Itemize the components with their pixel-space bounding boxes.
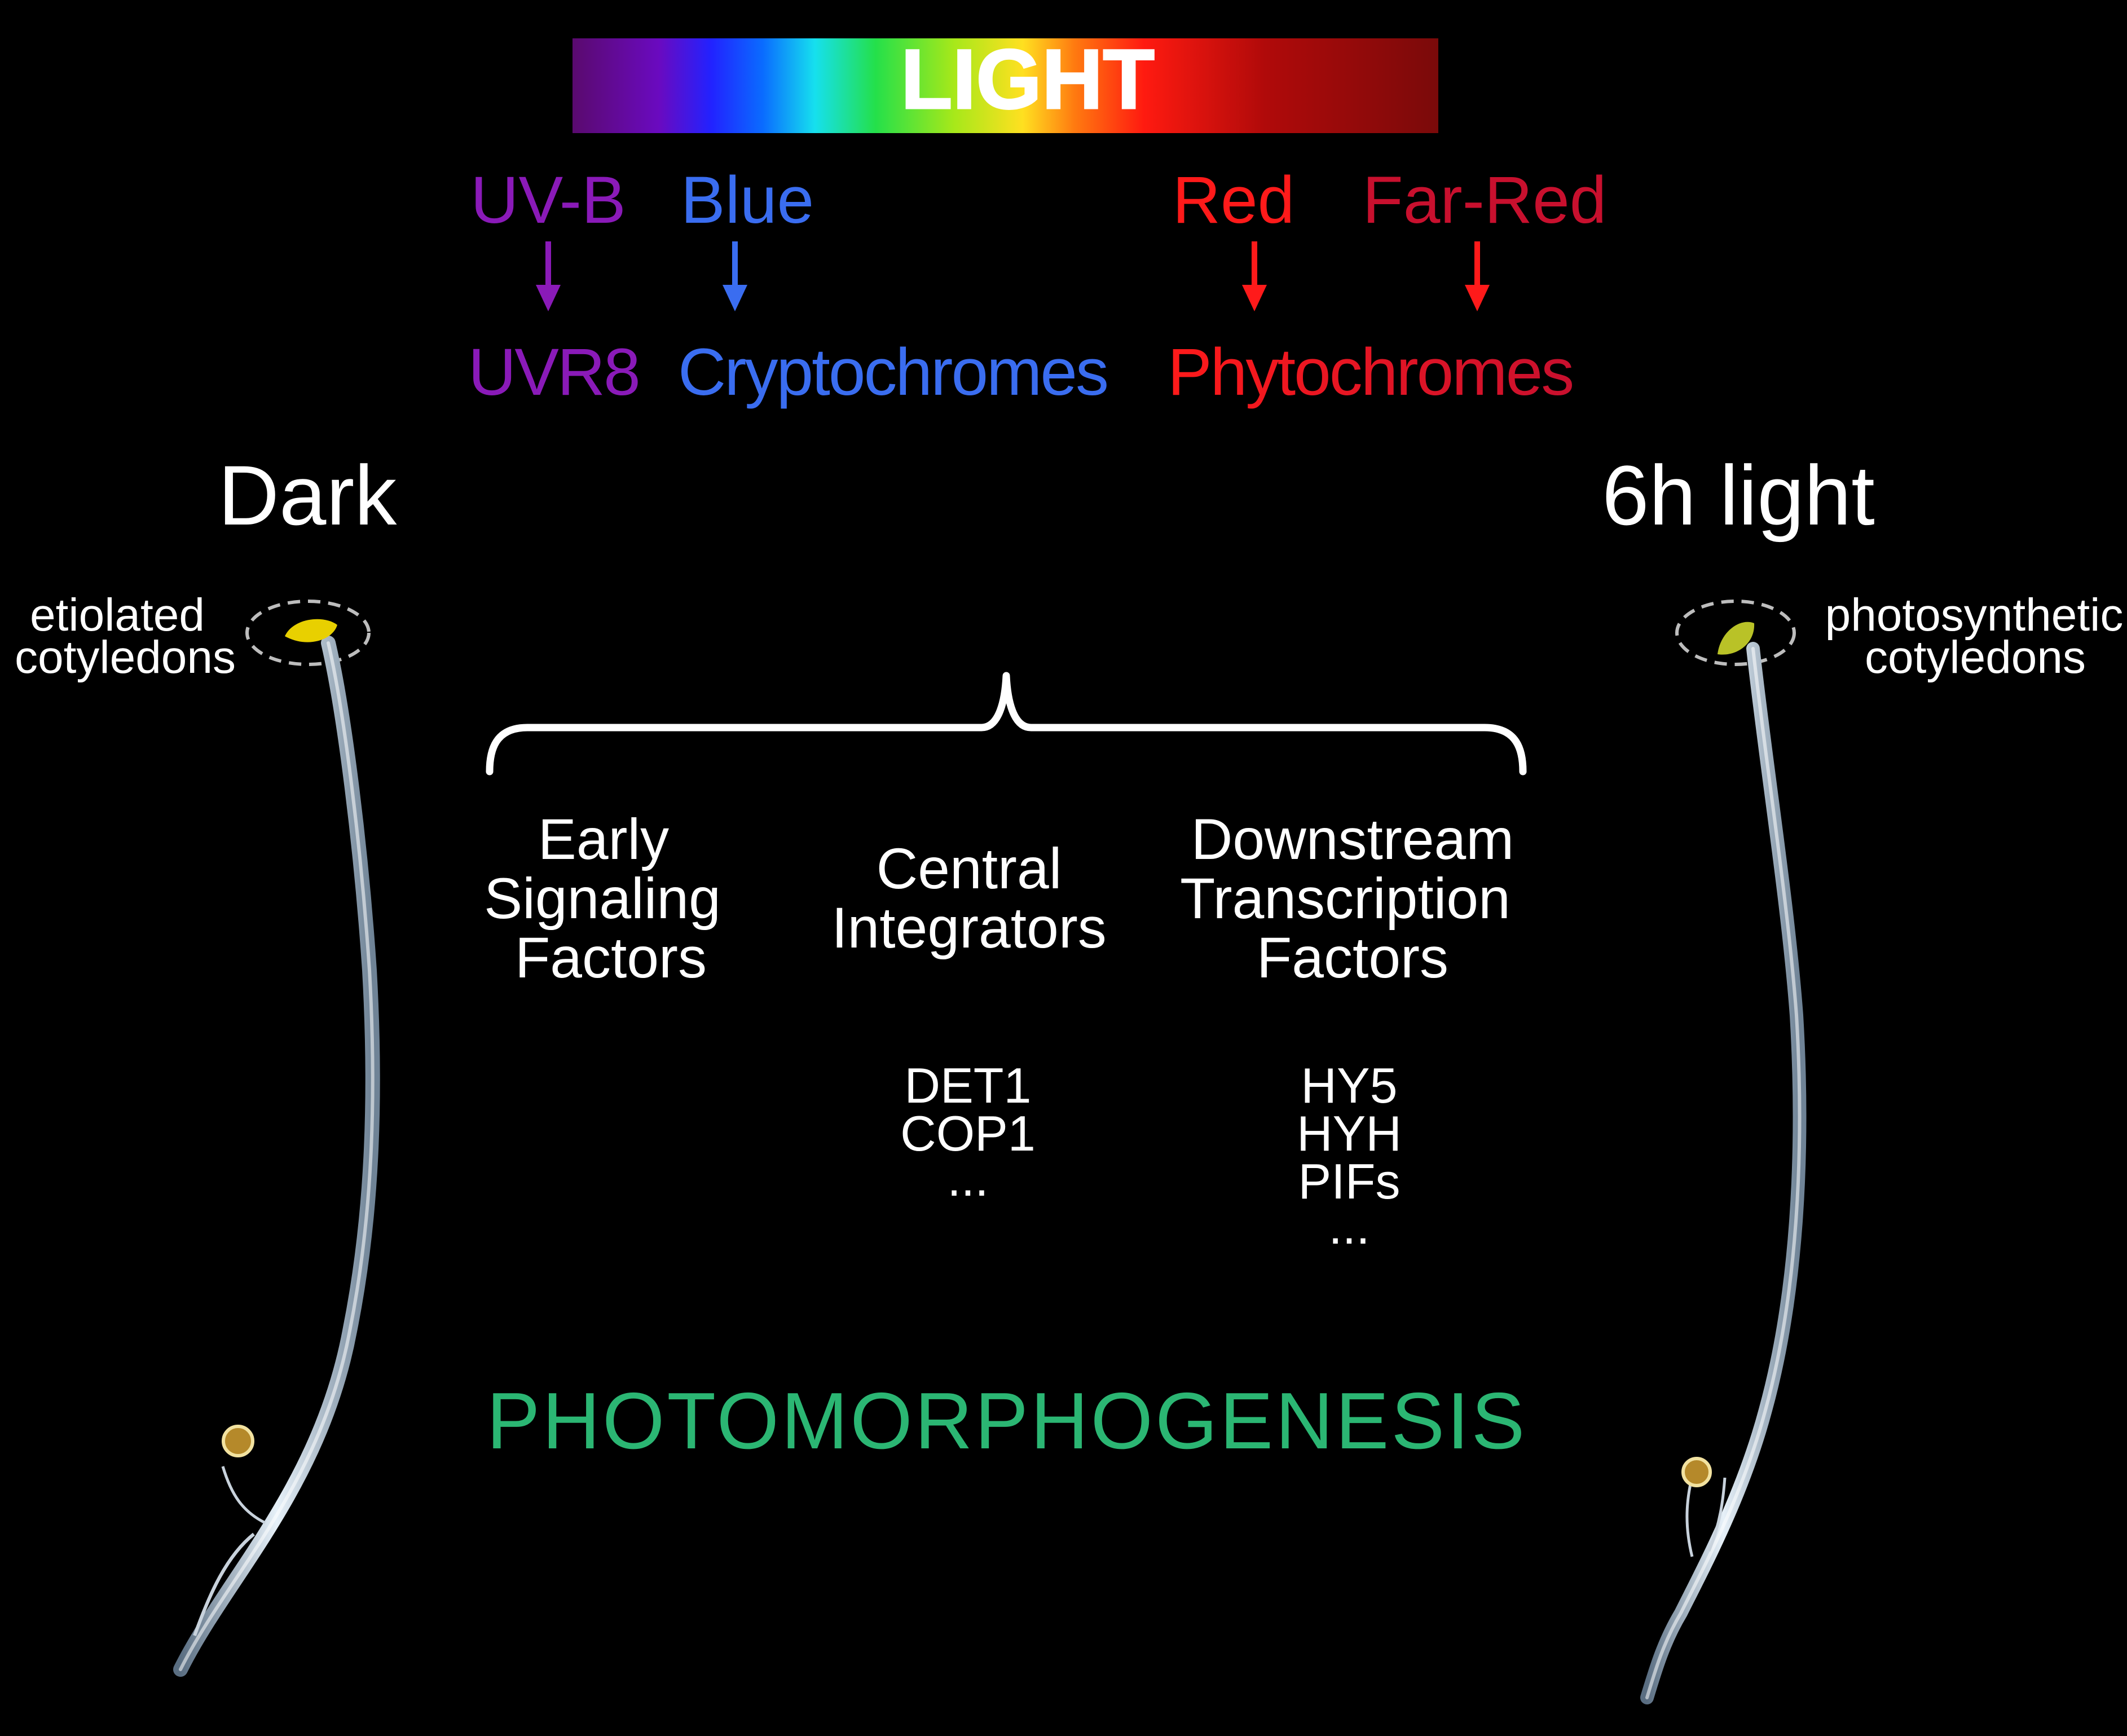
group-title-line: Central <box>877 836 1062 901</box>
spectrum-title: LIGHT <box>901 32 1155 126</box>
light-cotyledon-icon <box>1718 622 1755 655</box>
group-title-line: Early <box>538 807 669 871</box>
blue-arrow-icon <box>723 241 747 311</box>
red-arrow-icon <box>1242 241 1267 311</box>
light-seedling-panel: 6h light photosynthetic cotyledons <box>1602 448 2124 1704</box>
far-red-arrow-icon <box>1465 241 1490 311</box>
group-member: HYH <box>1297 1105 1402 1161</box>
group-title-line: Signaling <box>484 866 721 931</box>
etiolated-annotation-line2: cotyledons <box>15 632 236 683</box>
photoreceptor-cryptochromes: Cryptochromes <box>678 335 1107 409</box>
light-condition-title: 6h light <box>1602 448 1875 543</box>
photoreceptor-phytochromes: Phytochromes <box>1168 335 1573 409</box>
group-member: HY5 <box>1301 1058 1397 1113</box>
wavelength-blue-label: Blue <box>681 163 814 237</box>
photoreceptor-uvr8: UVR8 <box>468 335 639 409</box>
photosynthetic-annotation-line2: cotyledons <box>1865 632 2086 683</box>
dark-seed-coat-icon <box>222 1425 254 1457</box>
group-title-line: Transcription <box>1180 866 1511 931</box>
pathway-group-central-integrators: Central Integrators DET1 COP1 ... <box>831 836 1107 1206</box>
light-seed-coat-icon <box>1681 1457 1712 1487</box>
etiolated-annotation-line1: etiolated <box>30 589 205 641</box>
dark-seedling-panel: Dark etiolated cotyledons <box>15 448 398 1677</box>
group-member: PIFs <box>1298 1153 1401 1209</box>
perception-arrows <box>536 241 1490 311</box>
wavelength-red-label: Red <box>1173 163 1294 237</box>
dark-cotyledon-icon <box>285 619 337 642</box>
dark-condition-title: Dark <box>218 448 398 543</box>
light-spectrum-bar: LIGHT <box>573 31 1438 133</box>
pathway-brace <box>486 672 1527 776</box>
photosynthetic-annotation-line1: photosynthetic <box>1825 589 2124 641</box>
light-seedling-image <box>1640 622 1807 1704</box>
wavelength-uvb-label: UV-B <box>470 163 626 237</box>
photomorphogenesis-label: PHOTOMORPHOGENESIS <box>487 1376 1527 1466</box>
pathway-group-downstream-tfs: Downstream Transcription Factors HY5 HYH… <box>1180 807 1514 1254</box>
dark-cotyledon-highlight <box>245 600 371 666</box>
group-title-line: Integrators <box>831 896 1107 960</box>
pathway-group-early-signaling: Early Signaling Factors <box>484 807 721 990</box>
group-title-line: Factors <box>515 926 707 990</box>
uvb-arrow-icon <box>536 241 561 311</box>
group-member: ... <box>1328 1199 1369 1254</box>
group-member: ... <box>947 1151 988 1206</box>
light-cotyledon-highlight <box>1675 600 1796 666</box>
group-title-line: Factors <box>1257 926 1448 990</box>
dark-seedling-image <box>173 619 380 1677</box>
group-member: COP1 <box>900 1105 1036 1161</box>
group-title-line: Downstream <box>1191 807 1514 871</box>
wavelength-far-red-label: Far-Red <box>1363 163 1607 237</box>
photoreceptor-labels: UVR8 Cryptochromes Phytochromes <box>468 335 1574 409</box>
wavelength-labels: UV-B Blue Red Far-Red <box>470 163 1606 237</box>
group-member: DET1 <box>905 1058 1032 1113</box>
